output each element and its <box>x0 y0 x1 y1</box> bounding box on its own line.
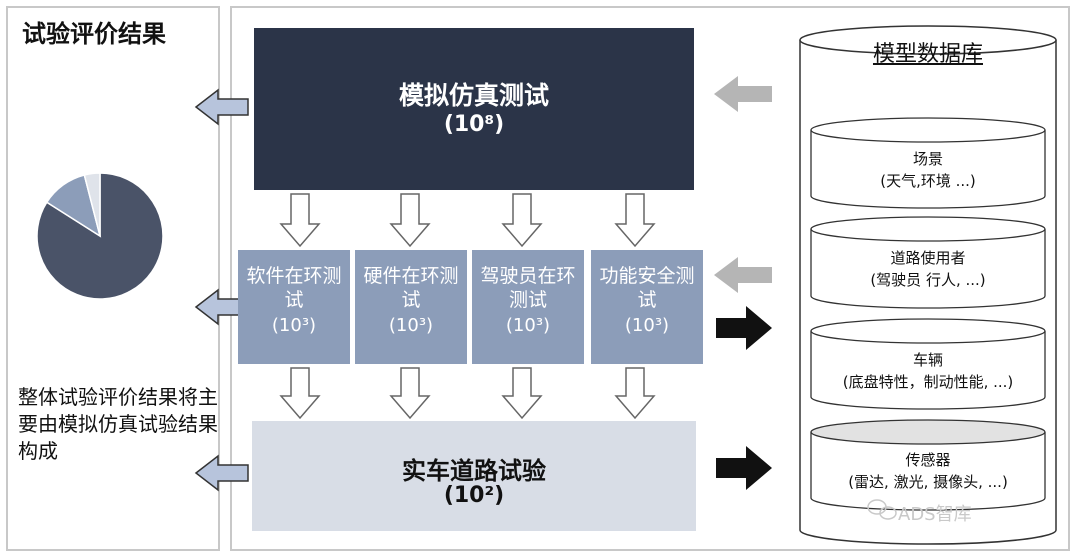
test-label: 功能安全测试 <box>599 265 695 311</box>
db-item-scenario: 场景 (天气,环境 ...) <box>811 148 1045 192</box>
test-count: (10³) <box>505 315 551 336</box>
pie-slice <box>83 172 101 237</box>
black-arrow-road-to-db <box>716 446 772 490</box>
simulation-test-box: 模拟仿真测试 (10⁸) <box>254 28 694 190</box>
results-summary: 整体试验评价结果将主要由模拟仿真试验结果构成 <box>18 385 218 463</box>
simulation-test-count: (10⁸) <box>443 112 505 137</box>
down-arrow-test-2 <box>389 367 431 420</box>
simulation-test-label: 模拟仿真测试 <box>398 81 549 110</box>
db-item-road-users-cylinder <box>810 216 1046 309</box>
arrow-sim-to-results <box>194 88 249 126</box>
test-box-functional-safety: 功能安全测试 (10³) <box>591 250 703 364</box>
db-item-scenario-cylinder <box>810 117 1046 209</box>
database-title: 模型数据库 <box>872 42 983 67</box>
test-box-hardware-in-loop: 硬件在环测试 (10³) <box>355 250 467 364</box>
db-item-name: 道路使用者 <box>890 249 966 267</box>
arrow-road-to-results <box>194 454 249 492</box>
down-arrow-test-4 <box>614 367 656 420</box>
test-label: 软件在环测试 <box>246 265 342 311</box>
road-test-count: (10²) <box>443 483 505 508</box>
db-item-detail: (天气,环境 ...) <box>880 172 976 190</box>
test-count: (10³) <box>271 315 317 336</box>
gray-arrow-db-to-tests <box>714 257 772 293</box>
black-arrow-tests-to-db <box>716 306 772 350</box>
db-item-vehicle: 车辆 (底盘特性，制动性能, ...) <box>811 349 1045 393</box>
db-item-detail: (驾驶员 行人, ...) <box>870 271 986 289</box>
gray-arrow-db-to-sim <box>714 76 772 112</box>
test-count: (10³) <box>624 315 670 336</box>
db-item-sensor-cylinder <box>810 419 1046 511</box>
road-test-box: 实车道路试验 (10²) <box>252 421 696 531</box>
down-arrow-sim-3 <box>501 193 543 248</box>
test-box-software-in-loop: 软件在环测试 (10³) <box>238 250 350 364</box>
test-box-driver-in-loop: 驾驶员在环测试 (10³) <box>472 250 584 364</box>
db-item-vehicle-cylinder <box>810 318 1046 410</box>
test-count: (10³) <box>388 315 434 336</box>
test-label: 硬件在环测试 <box>363 265 459 311</box>
down-arrow-test-1 <box>279 367 321 420</box>
db-item-detail: (底盘特性，制动性能, ...) <box>842 373 1014 391</box>
down-arrow-sim-2 <box>389 193 431 248</box>
results-title: 试验评价结果 <box>22 20 166 48</box>
down-arrow-sim-1 <box>279 193 321 248</box>
watermark-text: ADS智库 <box>898 504 972 525</box>
db-item-sensor: 传感器 (雷达, 激光, 摄像头, ...) <box>811 449 1045 493</box>
results-pie-chart <box>36 172 164 300</box>
db-item-detail: (雷达, 激光, 摄像头, ...) <box>848 473 1008 491</box>
road-test-label: 实车道路试验 <box>402 457 546 485</box>
down-arrow-test-3 <box>501 367 543 420</box>
wechat-icon <box>867 499 897 520</box>
db-item-road-users: 道路使用者 (驾驶员 行人, ...) <box>811 247 1045 291</box>
db-item-name: 场景 <box>912 150 943 168</box>
test-label: 驾驶员在环测试 <box>480 265 576 311</box>
down-arrow-sim-4 <box>614 193 656 248</box>
db-item-name: 车辆 <box>912 351 943 369</box>
db-item-name: 传感器 <box>905 451 951 469</box>
